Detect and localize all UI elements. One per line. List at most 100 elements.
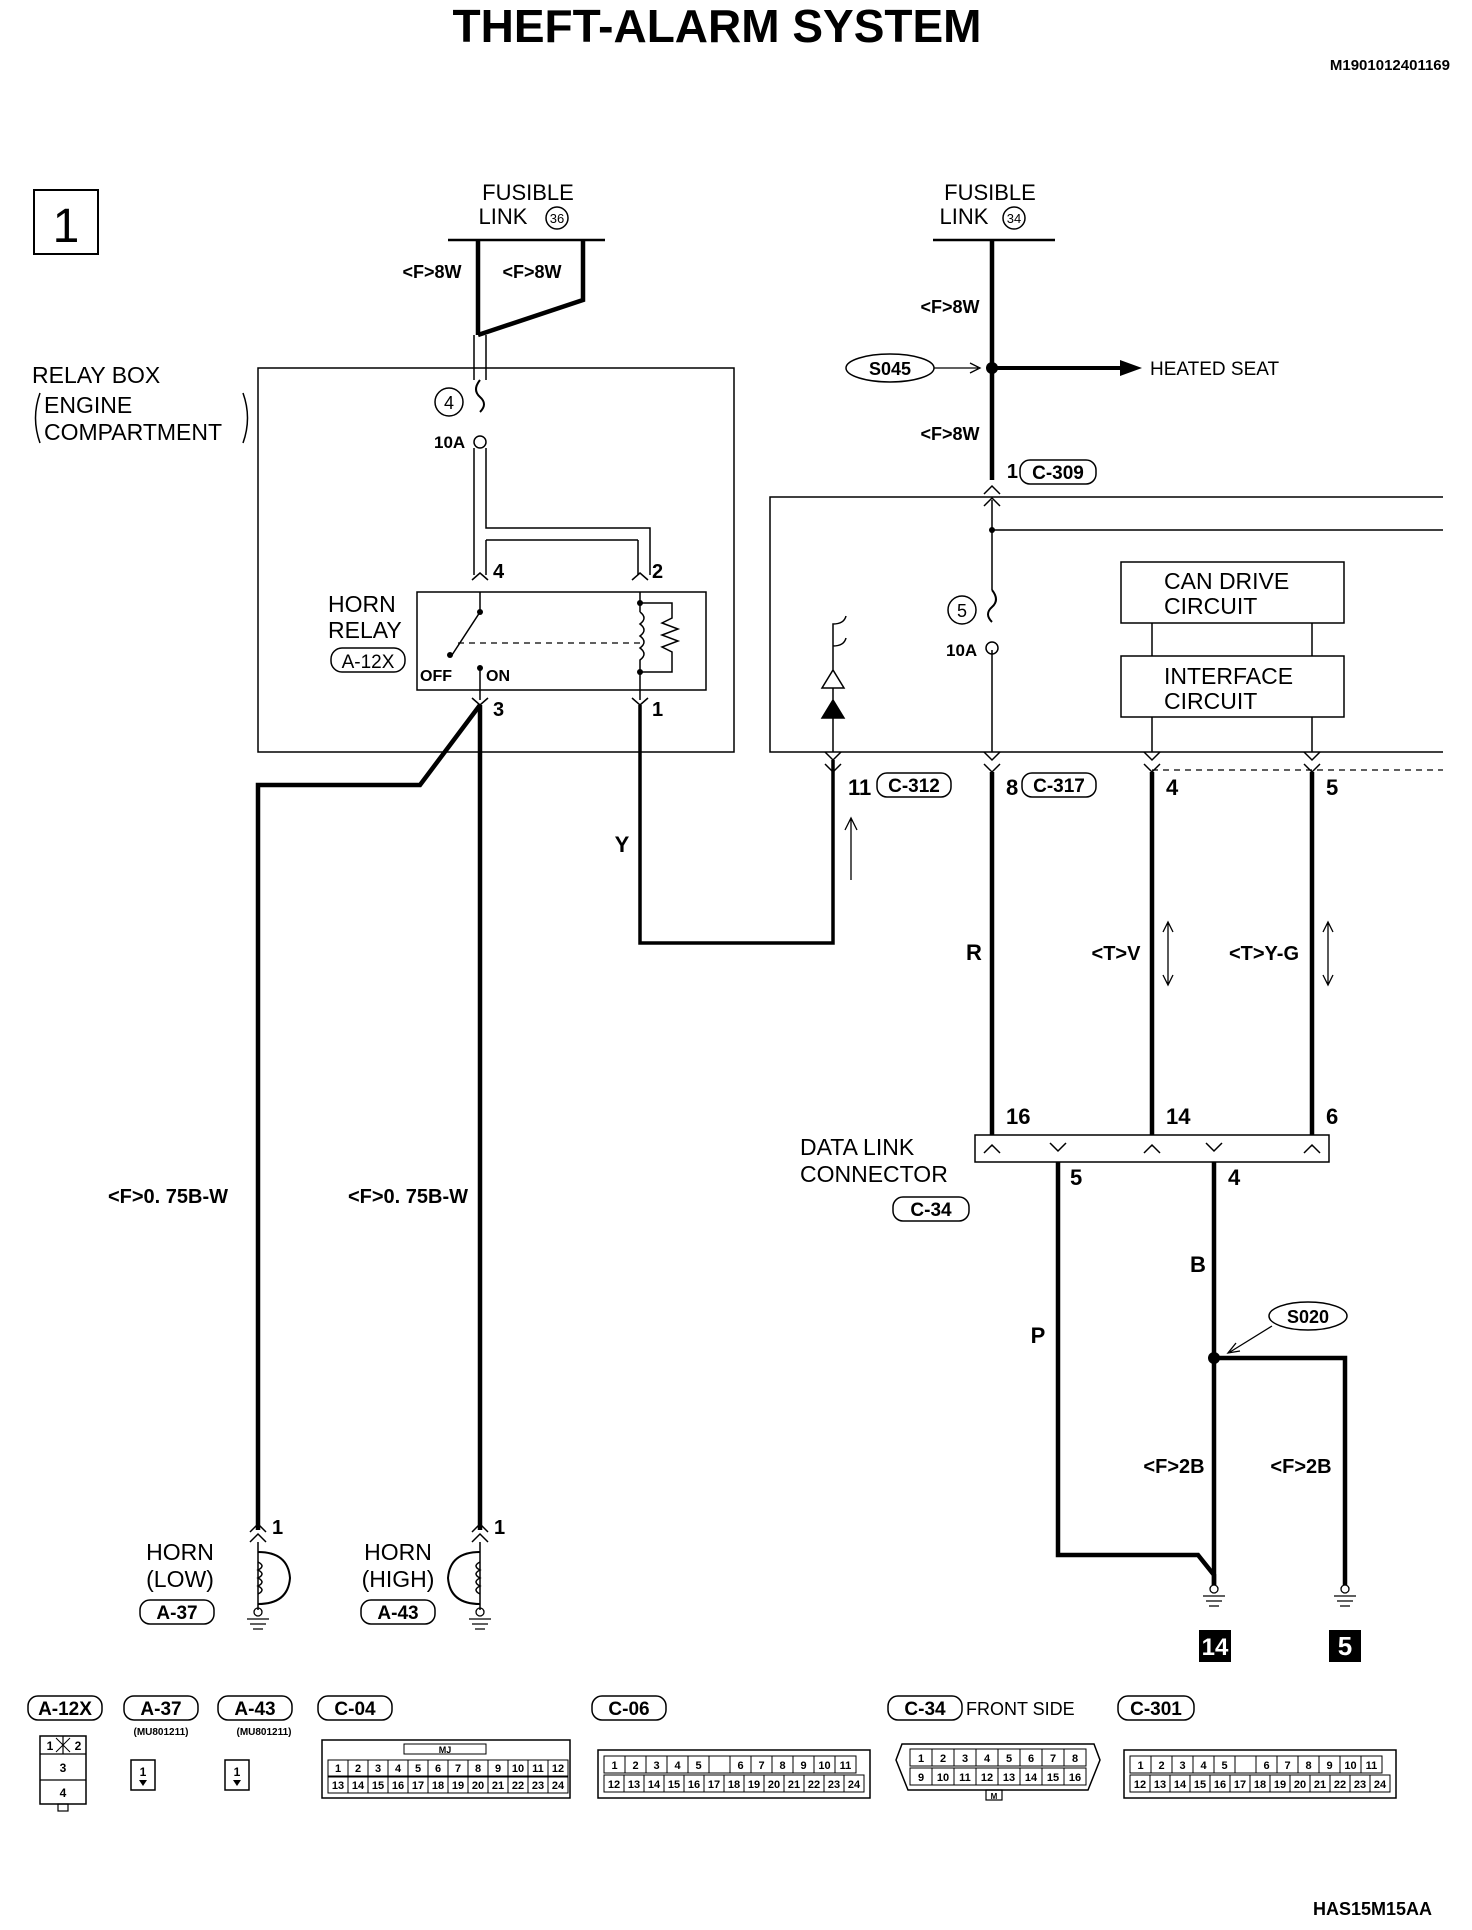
relay-pin-2: 2 xyxy=(652,561,663,583)
fusible-link-36-label-1: FUSIBLE xyxy=(482,180,574,205)
connector-pin-number: 16 xyxy=(688,1779,700,1791)
page-number: 1 xyxy=(53,200,80,253)
connector-cavity xyxy=(547,1776,569,1794)
led-diode-icon xyxy=(820,615,847,752)
connector-pin-number: 20 xyxy=(1294,1779,1306,1791)
relay-pin-1: 1 xyxy=(652,699,663,721)
wire-label-f8w-fl34: <F>8W xyxy=(920,297,979,317)
connector-pin-number: 11 xyxy=(840,1760,852,1772)
c309-pin: 1 xyxy=(1007,461,1018,483)
connector-pin-number: 21 xyxy=(492,1780,504,1792)
can-drive-label-1: CAN DRIVE xyxy=(1164,568,1289,594)
connector-pin-number: 3 xyxy=(653,1760,659,1772)
connector-pin-number: 22 xyxy=(1334,1779,1346,1791)
connector-cavity xyxy=(1063,1748,1087,1767)
dlc-body xyxy=(974,1134,1330,1163)
ground-icon xyxy=(469,1618,491,1630)
connector-c34-label: C-34 xyxy=(904,1699,946,1720)
fusible-link-34: FUSIBLE LINK 34 xyxy=(933,180,1055,242)
connector-pin-number: 23 xyxy=(532,1780,544,1792)
ground-icon xyxy=(1203,1584,1225,1607)
dlc-label-2: CONNECTOR xyxy=(800,1161,948,1187)
horn-low-icon xyxy=(257,1551,292,1605)
connector-a37-pin: 1 xyxy=(140,1765,147,1779)
connector-pin-number: 2 xyxy=(632,1760,638,1772)
connector-cavity xyxy=(1369,1774,1391,1793)
connector-pin-number: 23 xyxy=(1354,1779,1366,1791)
connector-pin-number: 12 xyxy=(552,1763,564,1775)
connector-view-a37: A-37 (MU801211) 1 xyxy=(123,1695,199,1791)
wire-label-horn-low: <F>0. 75B-W xyxy=(108,1186,228,1208)
c312-pin: 11 xyxy=(848,775,871,800)
connector-pin-number: 2 xyxy=(1158,1760,1164,1772)
wire-label-p: P xyxy=(1031,1323,1046,1348)
connector-a12x-pin-4: 4 xyxy=(60,1786,67,1800)
connector-pin-number: 21 xyxy=(1314,1779,1326,1791)
connector-pin-number: 14 xyxy=(1025,1772,1038,1784)
connector-pin-number: 19 xyxy=(452,1780,464,1792)
connector-cavity xyxy=(547,1759,569,1777)
dlc-connector: C-34 xyxy=(910,1200,952,1221)
connector-pin-number: 18 xyxy=(432,1780,444,1792)
connector-pin-number: 8 xyxy=(1305,1760,1311,1772)
connector-pin-number: 24 xyxy=(848,1779,861,1791)
wire-label-tyg: <T>Y-G xyxy=(1229,943,1299,965)
wire-label-f8w-c309: <F>8W xyxy=(920,424,979,444)
heated-seat-label: HEATED SEAT xyxy=(1150,359,1280,380)
connector-c301-label: C-301 xyxy=(1130,1699,1182,1720)
fuse-4-icon xyxy=(475,379,485,413)
connector-pin-number: 3 xyxy=(1179,1760,1185,1772)
connector-pin-number: 8 xyxy=(779,1760,785,1772)
connector-cavity xyxy=(1360,1755,1383,1774)
connector-pin-number: 12 xyxy=(1134,1779,1146,1791)
horn-low: 1 HORN (LOW) A-37 xyxy=(139,1517,292,1630)
connector-pin-number: 14 xyxy=(1174,1779,1187,1791)
connector-pin-number: 7 xyxy=(1050,1753,1056,1765)
connector-pin-number: 12 xyxy=(608,1779,620,1791)
wire-label-horn-high: <F>0. 75B-W xyxy=(348,1186,468,1208)
document-code: M1901012401169 xyxy=(1330,57,1450,74)
connector-pin-number: 1 xyxy=(335,1763,341,1775)
connector-a12x-label: A-12X xyxy=(38,1699,92,1720)
connector-pin-number: 20 xyxy=(768,1779,780,1791)
connector-pin-number: 22 xyxy=(512,1780,524,1792)
connector-pin-number: 8 xyxy=(1072,1753,1078,1765)
connector-pin-number: 10 xyxy=(937,1772,949,1784)
connector-pin-number: 6 xyxy=(1028,1753,1034,1765)
connector-pin-number: 23 xyxy=(828,1779,840,1791)
connector-pin-number: 6 xyxy=(435,1763,441,1775)
connector-pin-number: 5 xyxy=(1006,1753,1012,1765)
connector-pin-number: 11 xyxy=(1366,1760,1378,1772)
dlc-pin-16: 16 xyxy=(1006,1104,1030,1129)
connector-pin-number: 9 xyxy=(918,1772,924,1784)
relay-box-label-1: RELAY BOX xyxy=(32,362,160,388)
horn-high-label-1: HORN xyxy=(364,1539,432,1565)
connector-view-a43: A-43 (MU801211) 1 xyxy=(217,1695,293,1791)
connector-a43-label: A-43 xyxy=(234,1699,275,1720)
interface-label-2: CIRCUIT xyxy=(1164,688,1257,714)
connector-pin-number: 4 xyxy=(395,1763,402,1775)
connector-a37-part: (MU801211) xyxy=(133,1727,188,1738)
connector-cavity xyxy=(843,1774,865,1793)
connector-pin-number: 13 xyxy=(332,1780,344,1792)
connector-pin-number: 9 xyxy=(800,1760,806,1772)
horn-high-label-2: (HIGH) xyxy=(362,1566,435,1592)
wire-label-f8w-left: <F>8W xyxy=(402,262,461,282)
connector-a37-label: A-37 xyxy=(140,1699,181,1720)
fuse-5-icon xyxy=(987,589,997,623)
connector-pin-number: 1 xyxy=(611,1760,617,1772)
relay-box-label-3: COMPARTMENT xyxy=(44,419,222,445)
dlc-pin-14: 14 xyxy=(1166,1104,1191,1129)
wire-y xyxy=(638,705,835,945)
connector-pin-number: 16 xyxy=(392,1780,404,1792)
connector-pin-number: 17 xyxy=(412,1780,424,1792)
relay-box-label-2: ENGINE xyxy=(44,392,132,418)
c312-connector: C-312 xyxy=(888,776,940,797)
connector-pin-number: 8 xyxy=(475,1763,481,1775)
connector-cavity xyxy=(1063,1767,1087,1786)
connector-pin-number: 4 xyxy=(1200,1760,1207,1772)
connector-pin-number: 12 xyxy=(981,1772,993,1784)
relay-off-label: OFF xyxy=(420,668,452,685)
dlc-pin-4: 4 xyxy=(1228,1165,1241,1190)
